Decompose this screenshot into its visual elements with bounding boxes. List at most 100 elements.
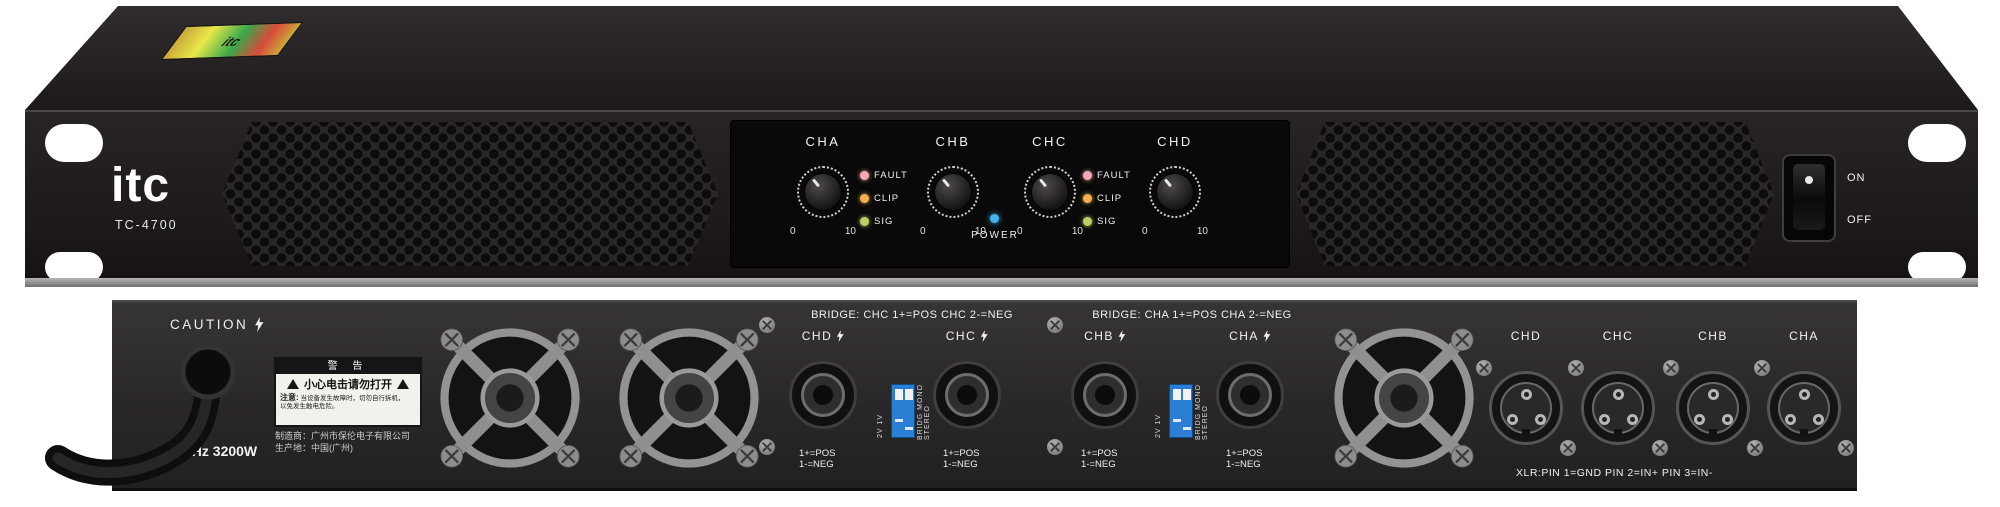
- scale-max: 10: [974, 226, 986, 237]
- channel-group-chc: CHC 0 10: [1005, 120, 1095, 268]
- power-switch[interactable]: [1782, 154, 1836, 242]
- speakon-polarity: 1+=POS 1-=NEG: [935, 448, 999, 470]
- caution-label: CAUTION: [170, 317, 264, 332]
- xlr-connector-chb: [1676, 371, 1750, 445]
- screw-icon: [1754, 360, 1770, 376]
- lightning-icon: [836, 330, 844, 342]
- xlr-pin-hole: [1507, 414, 1518, 425]
- dip-mode-labels: BRIDG MONO STEREO: [1195, 384, 1209, 440]
- dip-slider[interactable]: [905, 389, 913, 400]
- power-label: POWER: [971, 230, 1019, 241]
- dip-voltage-labels: 2V 1V: [1155, 413, 1162, 438]
- cooling-fan: [619, 328, 759, 468]
- clip-led: [860, 194, 869, 203]
- screw-icon: [1047, 439, 1063, 455]
- scale-min: 0: [1017, 226, 1023, 237]
- knob-pointer-icon: [941, 178, 950, 188]
- rack-mount-hole: [45, 252, 103, 282]
- knob-scale-labels: 0 10: [908, 226, 998, 237]
- channel-label: CHC: [1032, 134, 1068, 149]
- xlr-pin-hole: [1521, 389, 1532, 400]
- speakon-label-chd: CHD: [788, 329, 858, 343]
- front-top-surface: itc: [25, 6, 1978, 110]
- sticker-brand-text: itc: [218, 33, 246, 49]
- fault-label: FAULT: [874, 170, 908, 181]
- speakon-label-chb: CHB: [1070, 329, 1140, 343]
- screw-icon: [1747, 440, 1763, 456]
- polarity-neg: 1-=NEG: [943, 459, 978, 470]
- polarity-pos: 1+=POS: [1081, 448, 1118, 459]
- dip-voltage-labels: 2V 1V: [877, 413, 884, 438]
- xlr-latch-notch: [1800, 429, 1808, 435]
- scale-min: 0: [1142, 226, 1148, 237]
- xlr-pin-hole: [1722, 414, 1733, 425]
- cooling-fan: [1334, 328, 1474, 468]
- mode-dip-switch[interactable]: [891, 384, 915, 438]
- xlr-latch-notch: [1614, 429, 1622, 435]
- knob-scale-dots: [927, 166, 979, 218]
- gain-knob-chc[interactable]: [1024, 166, 1076, 218]
- mode-dip-switch[interactable]: [1169, 384, 1193, 438]
- screw-icon: [1568, 360, 1584, 376]
- dip-mode-labels: BRIDG MONO STEREO: [917, 384, 931, 440]
- signal-label: SIG: [1097, 216, 1117, 227]
- led-cluster-ab: FAULT CLIP SIG: [860, 164, 908, 233]
- knob-scale-labels: 0 10: [778, 226, 868, 237]
- switch-off-label: OFF: [1847, 214, 1872, 226]
- xlr-pin-hole: [1708, 389, 1719, 400]
- xlr-pin-hole: [1694, 414, 1705, 425]
- knob-cap: [805, 174, 841, 210]
- power-led: [990, 214, 999, 223]
- dip-mark: [905, 427, 913, 430]
- channel-text: CHD: [801, 329, 833, 343]
- brand-logo: itc: [111, 159, 171, 212]
- speakon-polarity: 1+=POS 1-=NEG: [791, 448, 855, 470]
- polarity-neg: 1-=NEG: [1081, 459, 1116, 470]
- polarity-pos: 1+=POS: [799, 448, 836, 459]
- rocker[interactable]: [1793, 164, 1825, 230]
- rocker-dot-icon: [1805, 176, 1813, 184]
- caution-text: CAUTION: [170, 317, 249, 332]
- lightning-icon: [1118, 330, 1126, 342]
- dip-slider[interactable]: [895, 389, 903, 400]
- speakon-connector-cha: [1216, 361, 1284, 429]
- knob-scale-labels: 0 10: [1130, 226, 1220, 237]
- hologram-sticker: itc: [160, 22, 304, 60]
- warning-note-line2: 以免发生触电危险。: [280, 403, 339, 410]
- gain-knob-chd[interactable]: [1149, 166, 1201, 218]
- fault-label: FAULT: [1097, 170, 1131, 181]
- front-bottom-trim: [25, 278, 1978, 287]
- channel-text: CHA: [1229, 329, 1259, 343]
- dip-slider[interactable]: [1183, 389, 1191, 400]
- rack-mount-hole: [45, 124, 103, 162]
- screw-icon: [1838, 440, 1854, 456]
- warning-note-heading: 注意:: [280, 393, 299, 402]
- power-rating-text: 0Hz 3200W: [184, 443, 258, 459]
- channel-group-chd: CHD 0 10: [1130, 120, 1220, 268]
- warning-title: 警 告: [276, 359, 420, 374]
- xlr-connector-chc: [1581, 371, 1655, 445]
- xlr-pin-hole: [1599, 414, 1610, 425]
- fault-led: [860, 171, 869, 180]
- warning-sticker: 警 告 小心电击请勿打开 注意: 当设备发生故障时，切勿自行拆机， 以免发生触电…: [274, 357, 422, 427]
- signal-label: SIG: [874, 216, 894, 227]
- fault-led: [1083, 171, 1092, 180]
- gain-knob-cha[interactable]: [797, 166, 849, 218]
- scale-min: 0: [920, 226, 926, 237]
- front-panel: itc TC-4700 CHA 0 10 FAULT CL: [25, 110, 1978, 282]
- xlr-pin-hole: [1613, 389, 1624, 400]
- xlr-pin-hole: [1535, 414, 1546, 425]
- knob-scale-dots: [1024, 166, 1076, 218]
- channel-label: CHB: [935, 134, 971, 149]
- channel-group-cha: CHA 0 10: [778, 120, 868, 268]
- channel-group-chb: CHB 0 10: [908, 120, 998, 268]
- control-panel: CHA 0 10 FAULT CLIP SIG CHB: [730, 120, 1290, 268]
- manufacturer-info: 制造商：广州市保伦电子有限公司 生产地：中国(广州): [275, 431, 410, 454]
- dip-slider[interactable]: [1173, 389, 1181, 400]
- xlr-label-chd: CHD: [1510, 329, 1542, 343]
- xlr-pin-hole: [1813, 414, 1824, 425]
- left-ventilation-grille: [222, 122, 718, 266]
- gain-knob-chb[interactable]: [927, 166, 979, 218]
- clip-led: [1083, 194, 1092, 203]
- knob-scale-dots: [1149, 166, 1201, 218]
